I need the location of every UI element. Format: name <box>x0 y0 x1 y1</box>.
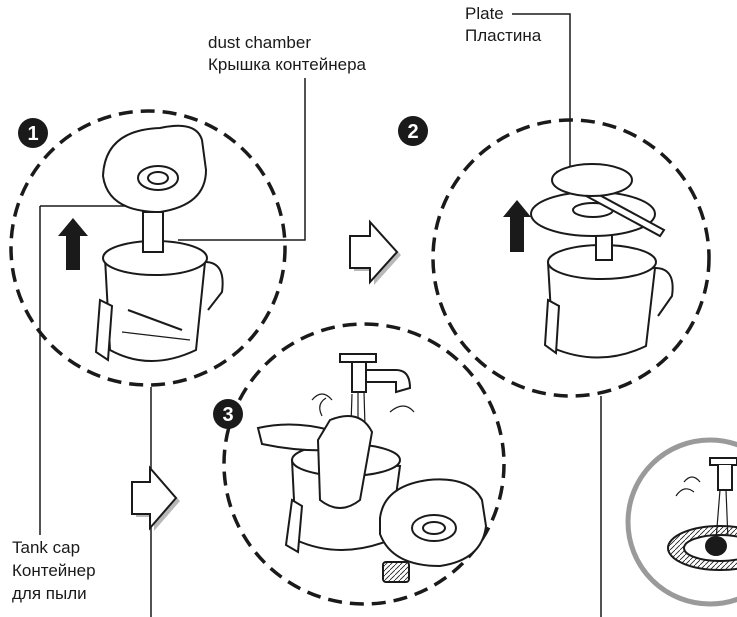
step-2-badge: 2 <box>398 116 428 146</box>
step2-container-illustration <box>531 164 673 358</box>
step3-washing-illustration <box>258 354 486 582</box>
up-arrow-icon <box>58 218 88 270</box>
step-3-badge: 3 <box>213 399 243 429</box>
up-arrow-icon <box>503 200 531 252</box>
step-1-badge: 1 <box>18 118 48 148</box>
step-3-number: 3 <box>222 404 233 426</box>
next-arrow-icon <box>132 468 180 531</box>
water-tap-icon <box>340 354 410 392</box>
step-2-number: 2 <box>407 121 418 143</box>
step-1-number: 1 <box>27 123 38 145</box>
next-arrow-icon <box>350 222 401 285</box>
step1-container-illustration <box>96 126 223 361</box>
